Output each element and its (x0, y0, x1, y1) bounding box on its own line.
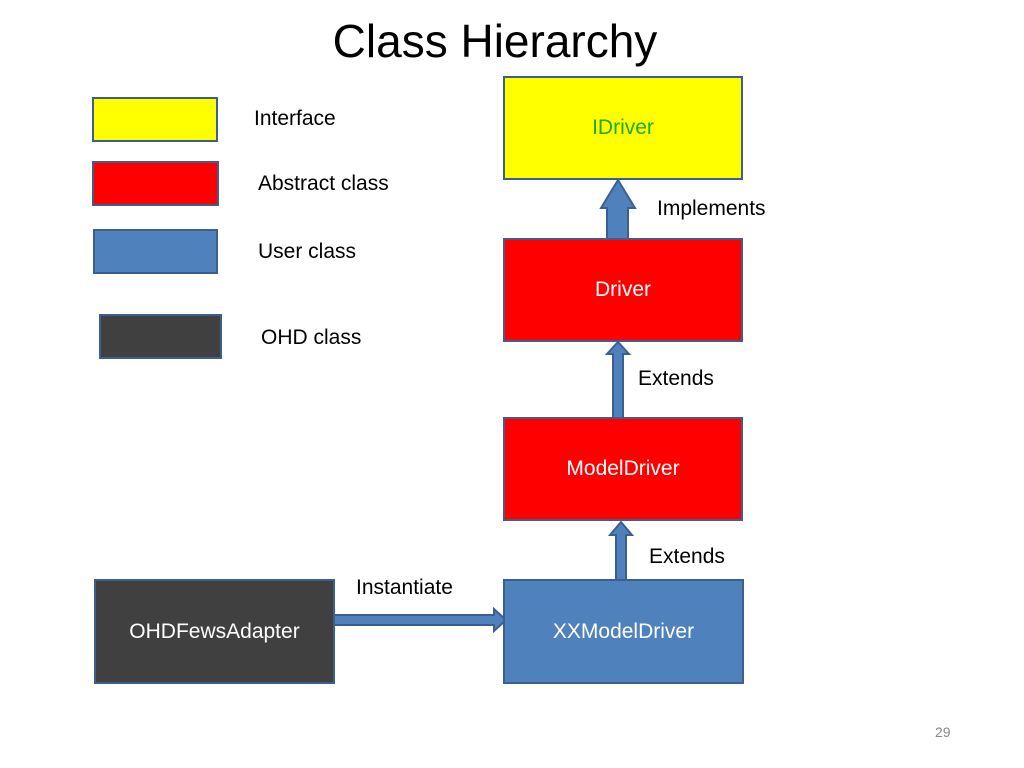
legend-label-interface: Interface (254, 107, 336, 130)
implements-arrow (599, 178, 637, 241)
slide-title: Class Hierarchy (332, 15, 658, 67)
instantiate-arrow (333, 606, 508, 634)
class-box-idriver: IDriver (503, 76, 743, 180)
class-box-model-driver: ModelDriver (503, 417, 743, 521)
class-name-ohd-fews-adapter: OHDFewsAdapter (129, 619, 300, 643)
page-number: 29 (935, 724, 951, 740)
legend-swatch-interface (92, 97, 218, 142)
class-name-idriver: IDriver (592, 116, 654, 139)
legend-label-abstract: Abstract class (258, 172, 389, 195)
extends-arrow-upper (604, 340, 632, 419)
edge-label-extends-upper: Extends (638, 367, 714, 390)
legend-swatch-user (93, 229, 218, 274)
class-box-ohd-fews-adapter: OHDFewsAdapter (94, 579, 335, 684)
class-name-driver: Driver (595, 278, 651, 301)
edge-label-instantiate: Instantiate (356, 576, 453, 599)
class-box-driver: Driver (503, 238, 743, 342)
class-name-model-driver: ModelDriver (566, 457, 680, 480)
class-name-xx-model-driver: XXModelDriver (552, 619, 695, 643)
legend-swatch-abstract (92, 161, 219, 206)
edge-label-implements: Implements (657, 197, 766, 220)
edge-label-extends-lower: Extends (649, 545, 725, 568)
extends-arrow-lower (607, 520, 635, 581)
legend-swatch-ohd (99, 314, 222, 359)
class-box-xx-model-driver: XXModelDriver (503, 579, 744, 684)
legend-label-ohd: OHD class (261, 326, 362, 349)
legend-label-user: User class (258, 240, 357, 263)
